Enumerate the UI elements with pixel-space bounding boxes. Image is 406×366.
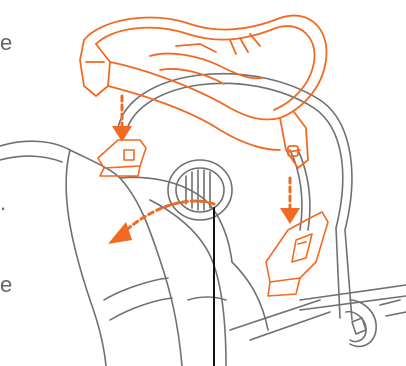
insertion-arrow-left <box>112 96 132 142</box>
insertion-arrow-right <box>280 178 300 224</box>
seat-hinge-ring <box>168 160 232 220</box>
bumper-bar <box>80 16 327 168</box>
left-bumper-socket <box>98 140 146 176</box>
right-bumper-socket <box>266 212 328 296</box>
stroller-frame <box>118 74 406 347</box>
